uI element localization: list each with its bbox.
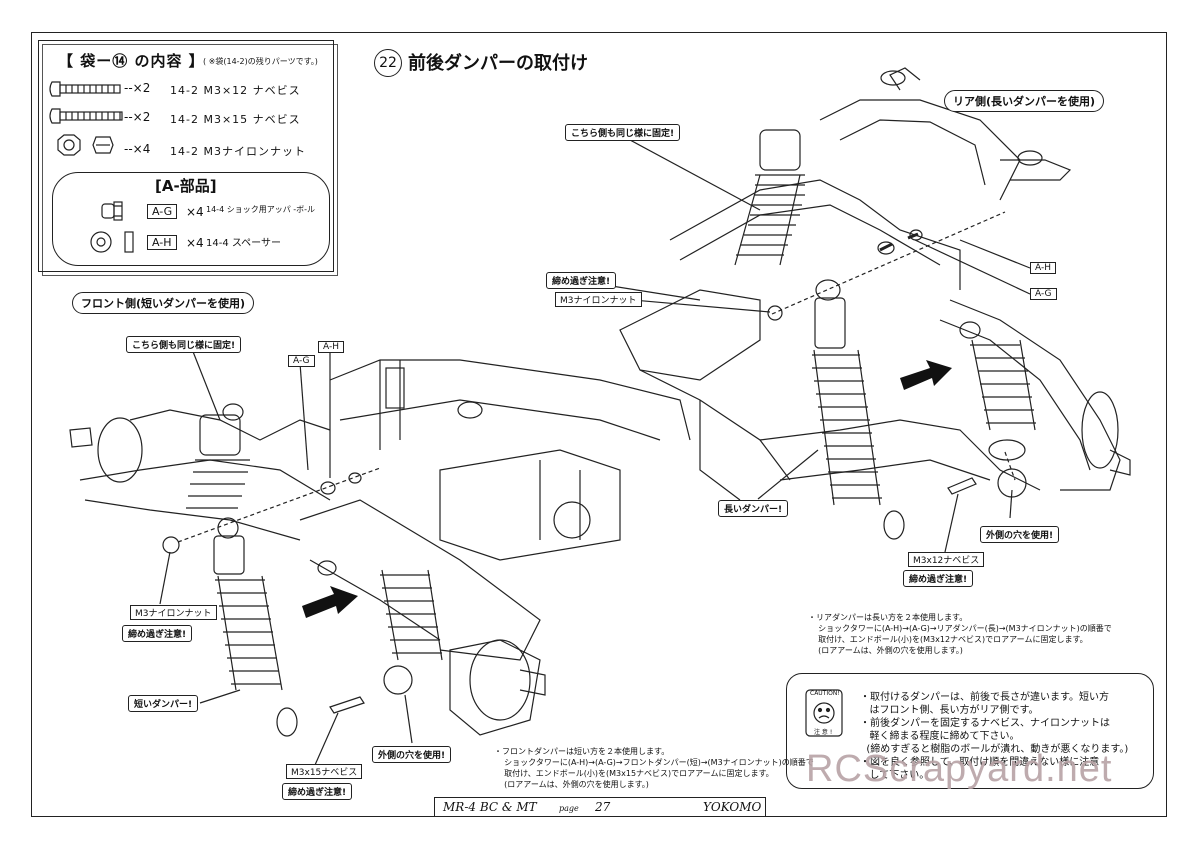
rear-label-same-side: こちら側も同じ様に固定! xyxy=(565,124,681,141)
rear-shock-upper-left xyxy=(734,129,805,266)
page-footer: MR-4 BC & MT page 27 YOKOMO xyxy=(434,797,766,817)
parts-box-shadow xyxy=(42,44,338,276)
rear-label-screw: M3x12ナベビス xyxy=(908,552,985,567)
front-chassis-drawing xyxy=(69,359,691,737)
front-shock-upper xyxy=(186,403,250,509)
parts-list-title: 【 袋ー⑭ の内容 】 xyxy=(58,52,205,70)
caution-icon-text-bottom: 注 意 ! xyxy=(814,729,833,736)
part-code: A-G xyxy=(147,204,178,219)
item-spec: 14-2 M3×12 ナベビス xyxy=(170,84,301,97)
front-label-no-overtighten-2: 締め過ぎ注意! xyxy=(282,783,353,800)
rear-label-no-overtighten: 締め過ぎ注意! xyxy=(546,272,617,289)
front-label-outer-hole: 外側の穴を使用! xyxy=(372,746,452,763)
part-code: A-H xyxy=(147,235,177,250)
front-label-ah: A-H xyxy=(318,341,344,353)
page-frame xyxy=(31,32,1167,817)
rear-label-nylon-nut: M3ナイロンナット xyxy=(555,292,642,307)
a-parts-box xyxy=(52,172,330,266)
rear-label-long-damper: 長いダンパー! xyxy=(718,500,789,517)
rear-shock-long xyxy=(812,279,905,540)
part-qty: ×4 xyxy=(186,236,204,250)
part-spec: 14-4 ショック用アッパ -ボ-ル xyxy=(206,205,316,214)
front-heading: フロント側(短いダンパーを使用) xyxy=(72,292,255,314)
item-spec: 14-2 M3×15 ナベビス xyxy=(170,113,301,126)
front-shock-short xyxy=(213,517,298,737)
front-note: ・フロントダンパーは短い方を２本使用します。 ショックタワーに(A-H)→(A-… xyxy=(494,747,814,789)
step-number: 22 xyxy=(374,49,402,77)
caution-text: ・取付けるダンパーは、前後で長さが違います。短い方 はフロント側、長い方がリア側… xyxy=(860,692,1129,781)
rear-heading: リア側(長いダンパーを使用) xyxy=(944,90,1105,112)
item-qty: --×2 xyxy=(124,81,151,95)
a-parts-title: [A-部品] xyxy=(155,177,217,195)
step-title: 前後ダンパーの取付け xyxy=(408,53,588,74)
part-qty: ×4 xyxy=(186,205,204,219)
front-shock-right xyxy=(317,560,443,661)
rear-label-no-overtighten-2: 締め過ぎ注意! xyxy=(903,570,974,587)
front-label-ag: A-G xyxy=(288,355,315,367)
front-label-same-side: こちら側も同じ様に固定! xyxy=(126,336,242,353)
footer-brand: YOKOMO xyxy=(703,800,762,814)
front-label-nylon-nut: M3ナイロンナット xyxy=(130,605,217,620)
parts-list-note: ( ※袋(14-2)の残りパーツです。) xyxy=(203,57,318,66)
front-direction-arrow xyxy=(302,586,358,618)
rear-note: ・リアダンパーは長い方を２本使用します。 ショックタワーに(A-H)→(A-G)… xyxy=(808,613,1112,655)
rear-chassis-drawing xyxy=(619,67,1131,540)
item-qty: --×4 xyxy=(124,142,151,156)
caution-box xyxy=(786,673,1154,789)
rear-direction-arrow xyxy=(900,360,952,390)
rear-label-ah: A-H xyxy=(1030,262,1056,274)
part-spec: 14-4 スペーサー xyxy=(206,238,281,249)
rear-label-ag: A-G xyxy=(1030,288,1057,300)
watermark: RCScrapyard.net xyxy=(806,748,1113,790)
footer-model: MR-4 BC & MT xyxy=(443,800,537,814)
item-spec: 14-2 M3ナイロンナット xyxy=(170,145,306,158)
rear-shock-right xyxy=(959,321,1036,431)
front-label-screw: M3x15ナベビス xyxy=(286,764,363,779)
rear-label-outer-hole: 外側の穴を使用! xyxy=(980,526,1060,543)
caution-icon-text-top: CAUTION! xyxy=(810,690,840,697)
item-qty: --×2 xyxy=(124,110,151,124)
front-label-short-damper: 短いダンパー! xyxy=(128,695,199,712)
footer-page-number: 27 xyxy=(595,800,611,814)
parts-list-box xyxy=(38,40,334,272)
footer-page-label: page xyxy=(559,804,579,813)
front-label-no-overtighten: 締め過ぎ注意! xyxy=(122,625,193,642)
